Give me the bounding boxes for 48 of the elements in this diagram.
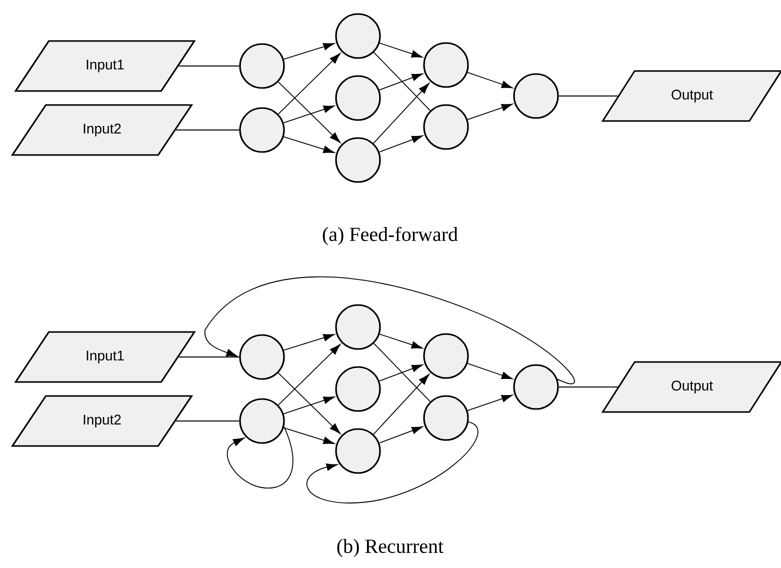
- arrow: [278, 344, 341, 406]
- neuron-circle: [423, 42, 469, 88]
- neuron-circle: [239, 43, 285, 89]
- arrow: [283, 427, 335, 444]
- neuron-circle: [423, 104, 469, 150]
- neuron-circle: [335, 366, 381, 412]
- arrow: [283, 105, 335, 124]
- neuron-circle: [335, 137, 381, 183]
- connector-line: [178, 356, 240, 358]
- connector-line: [558, 386, 618, 388]
- arrow: [467, 362, 513, 380]
- arrow: [283, 396, 335, 414]
- arrow: [278, 82, 341, 143]
- arrow: [283, 334, 335, 351]
- arrow: [283, 42, 335, 60]
- connector-line: [175, 420, 240, 422]
- neuron-circle: [513, 364, 559, 410]
- neuron-circle: [335, 13, 381, 59]
- arrow: [467, 72, 513, 88]
- feedback-arrow: [226, 426, 294, 488]
- neuron-circle: [239, 334, 285, 380]
- neuron-circle: [513, 73, 559, 119]
- connector-line: [373, 342, 431, 402]
- arrow: [379, 334, 423, 349]
- arrow: [378, 426, 424, 444]
- arrow: [283, 136, 335, 154]
- arrow: [373, 82, 430, 144]
- arrow: [379, 42, 423, 58]
- arrow: [373, 374, 430, 435]
- caption: (a) Feed-forward: [322, 226, 458, 246]
- arrow: [378, 135, 424, 152]
- feedback-arrow: [204, 276, 575, 384]
- arrow: [467, 104, 513, 120]
- neuron-circle: [239, 398, 285, 444]
- arrow: [378, 73, 424, 90]
- arrow: [378, 364, 424, 382]
- arrow: [278, 53, 341, 114]
- neuron-circle: [335, 75, 381, 121]
- arrow: [467, 394, 513, 412]
- neuron-circle: [335, 428, 381, 474]
- neuron-circle: [423, 395, 469, 441]
- connector-line: [373, 52, 431, 112]
- neuron-circle: [335, 304, 381, 350]
- arrow: [278, 372, 341, 434]
- neuron-circle: [239, 107, 285, 153]
- feedback-arrow: [306, 422, 478, 504]
- neuron-circle: [423, 333, 469, 379]
- caption: (b) Recurrent: [337, 538, 444, 558]
